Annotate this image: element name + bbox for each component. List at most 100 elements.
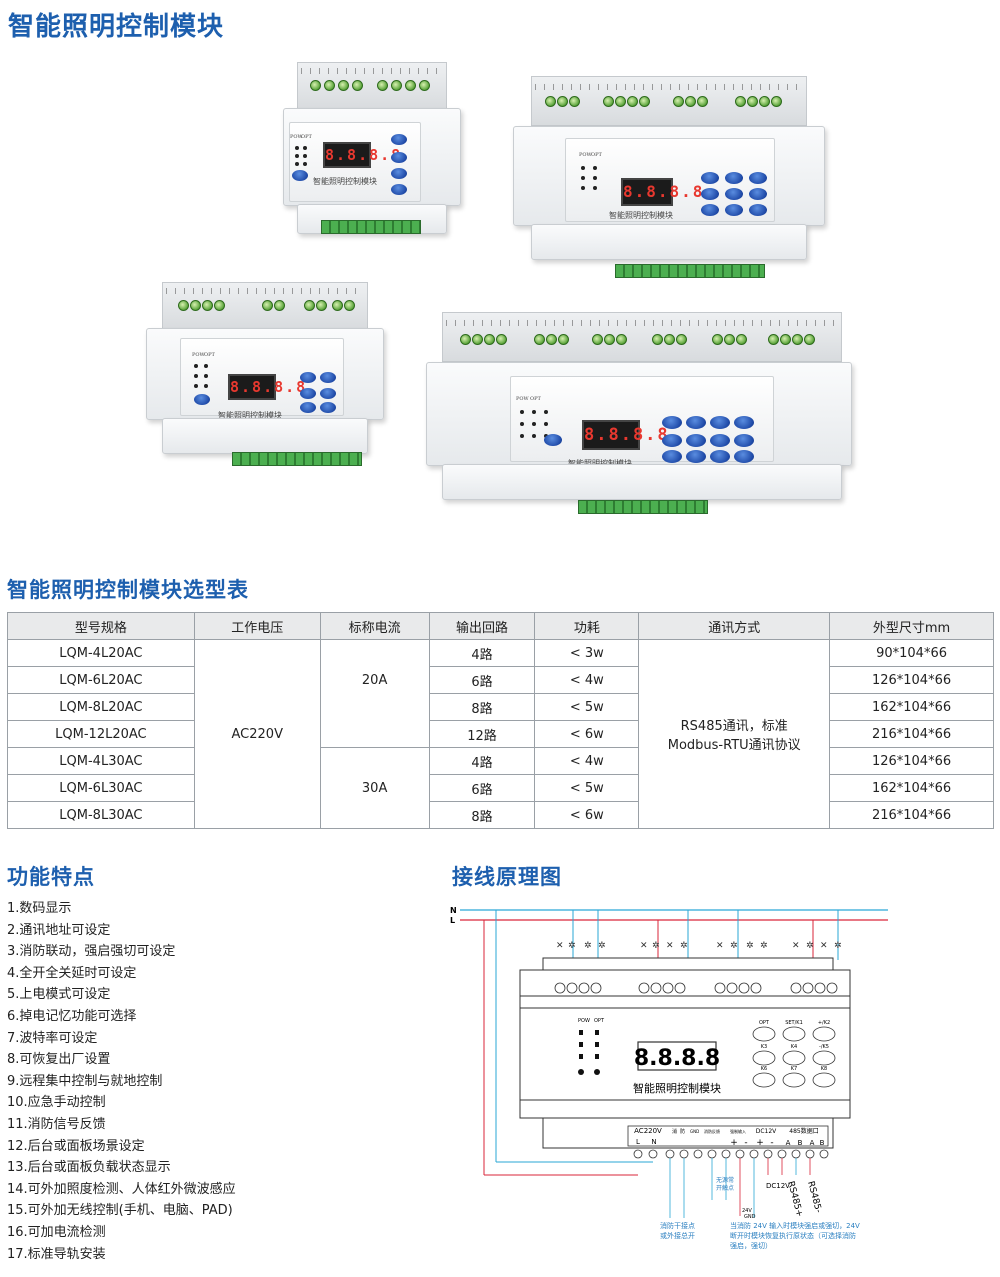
force-note: 断开时模块恢复执行原状态（可选择消防 xyxy=(730,1231,856,1240)
key-button xyxy=(752,1050,776,1066)
key-button xyxy=(391,184,407,195)
brand-label: 智能照明控制模块 xyxy=(609,211,673,220)
list-item: 4.全开全关延时可设定 xyxy=(7,965,137,981)
size-cell: 216*104*66 xyxy=(829,720,994,748)
key-button xyxy=(320,402,336,413)
fire-label: 消 xyxy=(672,1128,677,1135)
key-button xyxy=(734,434,754,447)
key-button xyxy=(300,372,316,383)
list-item: 5.上电模式可设定 xyxy=(7,987,111,1003)
key-label: K6 xyxy=(761,1066,767,1072)
circuit-cell: 4路 xyxy=(428,639,536,667)
device-module-4ch: POW OPT 8.8.8.8 智能照明控制模块 xyxy=(283,60,463,250)
table-row: LQM-8L20AC 8路 < 5w 162*104*66 xyxy=(7,693,994,721)
fire-note: 或外接总开 xyxy=(660,1231,695,1240)
svg-text:✲: ✲ xyxy=(834,941,842,951)
model-cell: LQM-4L20AC xyxy=(7,639,195,667)
table-row: LQM-6L30AC 6路 < 5w 162*104*66 xyxy=(7,774,994,802)
list-item: 16.可加电流检测 xyxy=(7,1224,106,1240)
key-button xyxy=(686,416,706,429)
key-button xyxy=(300,402,316,413)
key-button xyxy=(752,1072,776,1088)
opt-button xyxy=(194,394,210,405)
dc12v-out-label: DC12V xyxy=(766,1182,790,1190)
force-note: 当消防 24V 输入时模块强启或强切，24V xyxy=(730,1221,860,1230)
key-button xyxy=(391,152,407,163)
brand-label: 智能照明控制模块 xyxy=(568,458,632,469)
key-button xyxy=(320,388,336,399)
list-item: 11.消防信号反馈 xyxy=(7,1116,106,1132)
circuit-cell: 6路 xyxy=(428,666,536,694)
key-button xyxy=(749,188,767,200)
n-line-label: N xyxy=(450,906,457,915)
opt-label: OPT xyxy=(591,152,602,158)
key-label: OPT xyxy=(759,1020,770,1026)
plus-label: + xyxy=(756,1138,764,1148)
key-button xyxy=(701,204,719,216)
model-cell: LQM-12L20AC xyxy=(7,720,195,748)
col-header: 标称电流 xyxy=(319,612,430,640)
table-row: LQM-4L30AC 30A 4路 < 4w 126*104*66 xyxy=(7,747,994,829)
rs485-minus-label: RS485- xyxy=(805,1180,823,1214)
pow-label: POW xyxy=(579,152,592,158)
key-button xyxy=(662,450,682,463)
model-cell: LQM-8L30AC xyxy=(7,801,195,829)
key-button xyxy=(782,1050,806,1066)
model-cell: LQM-6L30AC xyxy=(7,774,195,802)
pow-label: POW xyxy=(290,134,303,140)
key-button xyxy=(734,416,754,429)
key-button xyxy=(391,168,407,179)
circuit-cell: 12路 xyxy=(428,720,536,748)
feedback-label: 消防反馈 xyxy=(704,1128,720,1134)
table-row: LQM-8L30AC 8路 < 6w 216*104*66 xyxy=(7,801,994,829)
key-label: +/K2 xyxy=(818,1020,830,1026)
list-item: 15.可外加无线控制(手机、电脑、PAD) xyxy=(7,1203,233,1219)
term-a-label: A xyxy=(810,1139,815,1147)
power-cell: < 6w xyxy=(534,720,640,748)
svg-text:✕: ✕ xyxy=(792,941,800,951)
key-button xyxy=(662,434,682,447)
svg-text:✕: ✕ xyxy=(666,941,674,951)
led-display: 8.8.8.8 xyxy=(323,142,400,168)
model-cell: LQM-4L30AC xyxy=(7,747,195,775)
circuit-cell: 4路 xyxy=(428,747,536,775)
current-cell: 20A xyxy=(319,666,430,748)
wiring-diagram: N L ✕✲✲✲ ✕✲✕✲ ✕✲✲✲ ✕✲✕✲ POW OPT 8.8.8.8 … xyxy=(450,906,888,1250)
list-item: 10.应急手动控制 xyxy=(7,1095,106,1111)
svg-text:✲: ✲ xyxy=(598,941,606,951)
opt-button xyxy=(544,434,562,446)
table-header-row: 型号规格 工作电压 标称电流 输出回路 功耗 通讯方式 外型尺寸mm xyxy=(7,612,994,640)
list-item: 1.数码显示 xyxy=(7,901,72,916)
comm-line: RS485通讯，标准 xyxy=(680,719,788,734)
brand-label: 智能照明控制模块 xyxy=(218,411,282,420)
opt-button xyxy=(292,170,308,181)
minus-label: - xyxy=(744,1138,747,1148)
table-row: LQM-6L20AC 20A 6路 < 4w 126*104*66 xyxy=(7,666,994,748)
key-button xyxy=(686,450,706,463)
key-button xyxy=(782,1072,806,1088)
key-button xyxy=(710,416,730,429)
selection-table-title: 智能照明控制模块选型表 xyxy=(7,578,249,602)
minus-label: - xyxy=(770,1138,773,1148)
list-item: 7.波特率可设定 xyxy=(7,1030,98,1046)
gnd-label: GND xyxy=(690,1129,699,1134)
circuit-cell: 6路 xyxy=(428,774,536,802)
power-cell: < 6w xyxy=(534,801,640,829)
fire-label: 防 xyxy=(680,1128,685,1135)
power-cell: < 5w xyxy=(534,774,640,802)
plus-label: + xyxy=(730,1138,738,1148)
col-header: 外型尺寸mm xyxy=(829,612,994,640)
power-cell: < 5w xyxy=(534,693,640,721)
key-label: K3 xyxy=(761,1044,767,1050)
rs485-plus-label: RS485+ xyxy=(785,1180,804,1218)
svg-text:✕: ✕ xyxy=(640,941,648,951)
key-button xyxy=(725,172,743,184)
key-button xyxy=(710,450,730,463)
pow-label: POW xyxy=(516,396,529,402)
comm-cell: RS485通讯，标准 Modbus-RTU通讯协议 xyxy=(638,639,831,829)
col-header: 通讯方式 xyxy=(638,612,831,640)
list-item: 6.掉电记忆功能可选择 xyxy=(7,1008,137,1024)
svg-text:✕: ✕ xyxy=(716,941,724,951)
term-n-label: N xyxy=(651,1138,656,1146)
brand-label: 智能照明控制模块 xyxy=(313,177,377,186)
